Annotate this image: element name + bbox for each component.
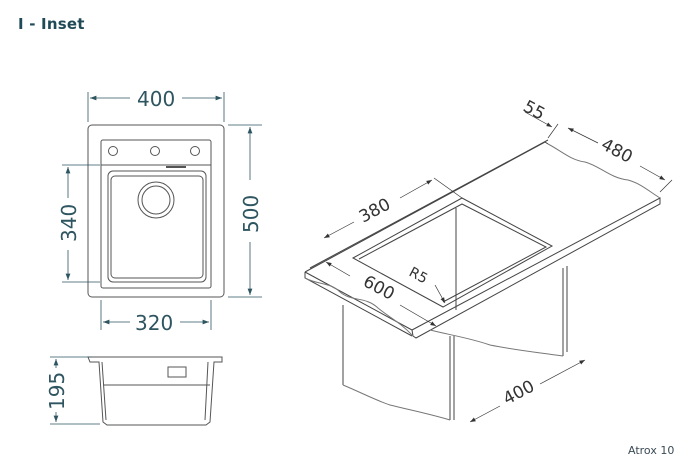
isometric-view bbox=[304, 139, 661, 421]
top-view-dimensions bbox=[62, 92, 262, 330]
top-view bbox=[87, 124, 225, 298]
dim-worktop-depth: 600 bbox=[360, 272, 398, 305]
dim-height-outer: 500 bbox=[239, 195, 263, 233]
dim-cabinet-width: 400 bbox=[500, 377, 538, 410]
dim-cutout-length: 480 bbox=[598, 135, 636, 168]
isometric-dimensions bbox=[323, 111, 673, 423]
side-view bbox=[87, 356, 223, 426]
dim-edge-depth: 55 bbox=[520, 97, 548, 125]
dim-width-inner: 320 bbox=[135, 311, 173, 335]
dim-width-outer: 400 bbox=[137, 87, 175, 111]
drawing-title: I - Inset bbox=[18, 15, 85, 33]
dim-corner-radius: R5 bbox=[406, 264, 430, 287]
side-view-dimensions bbox=[50, 356, 100, 425]
dim-cutout-width: 380 bbox=[356, 195, 394, 228]
dim-height-inner: 340 bbox=[57, 204, 81, 242]
model-label: Atrox 10 bbox=[628, 444, 675, 457]
dim-depth: 195 bbox=[45, 372, 69, 410]
